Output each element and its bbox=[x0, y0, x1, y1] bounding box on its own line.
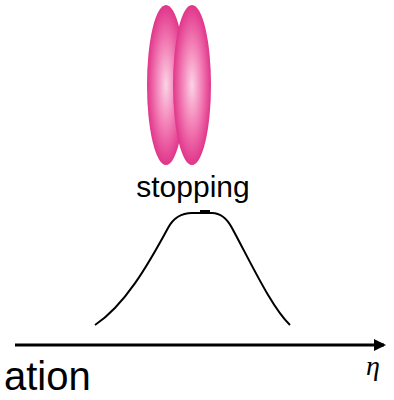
axis-variable: η bbox=[366, 352, 380, 380]
tick bbox=[200, 210, 210, 212]
axis bbox=[15, 344, 384, 347]
rapidity-distribution bbox=[95, 213, 290, 325]
stopping-label: stopping bbox=[136, 172, 249, 202]
axis-title: ation bbox=[4, 356, 91, 396]
nucleus bbox=[173, 5, 211, 165]
